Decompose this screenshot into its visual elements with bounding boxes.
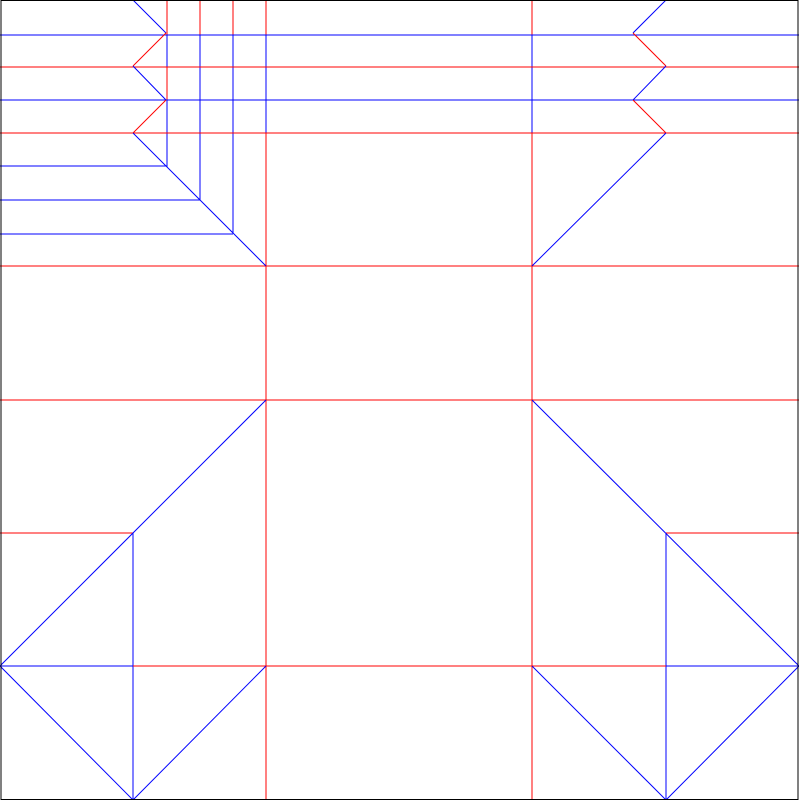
valley-fold-line [132,665,267,800]
valley-fold-line [665,665,799,800]
mountain-fold-line [632,32,667,67]
valley-fold-line [132,132,267,267]
valley-fold-line [632,0,667,34]
valley-fold-line [132,0,167,34]
mountain-fold-line [132,99,167,134]
valley-fold-line [531,665,667,800]
mountain-fold-line [132,32,167,67]
valley-fold-line [132,65,167,101]
valley-fold-line [531,399,799,667]
valley-fold-line [531,132,667,267]
valley-fold-line [632,65,667,101]
mountain-fold-line [632,99,667,134]
valley-fold-line [0,399,267,667]
valley-fold-line [0,665,134,800]
